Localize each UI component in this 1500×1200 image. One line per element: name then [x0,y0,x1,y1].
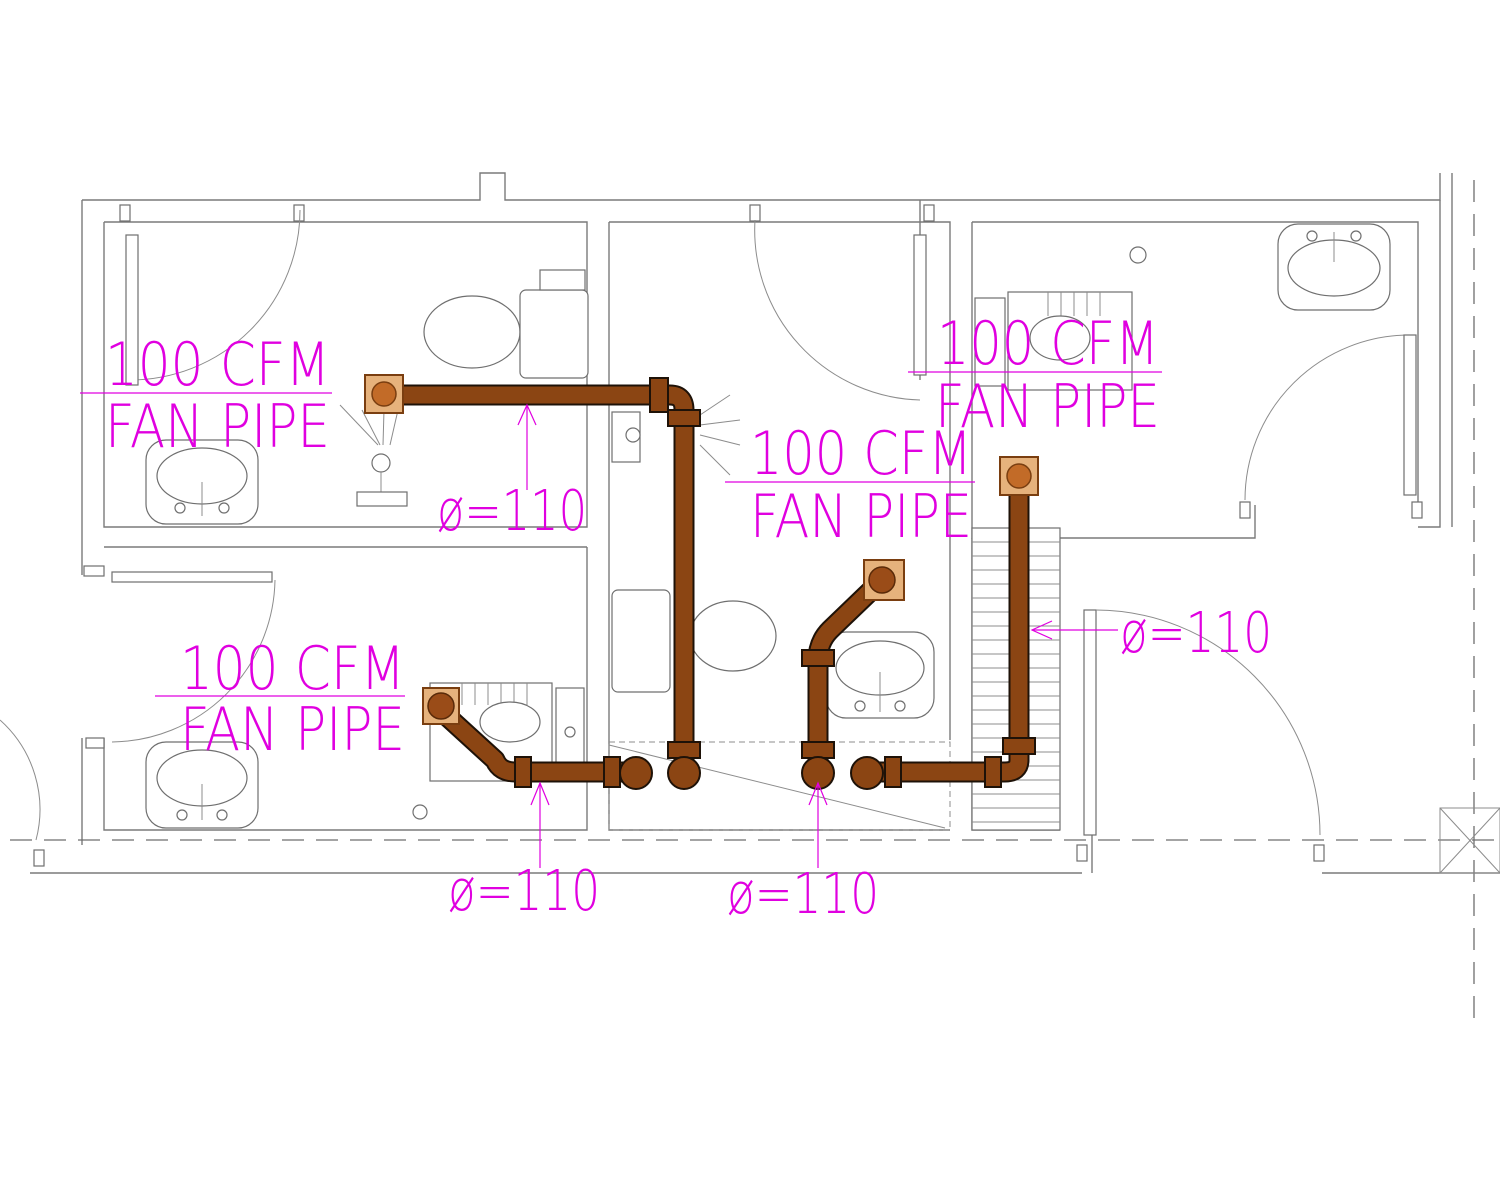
fan-unit-4 [999,456,1039,496]
fan-label-2-pipe: FAN PIPE [180,695,405,765]
annotations: 100 CFM FAN PIPE 100 CFM FAN PIPE 100 CF… [80,309,1272,927]
exhaust-fans [364,374,1039,725]
pipe-diameter-4: ø=110 [1120,601,1272,666]
fan-leaders [339,394,741,476]
fan-label-3-cfm: 100 CFM [750,419,972,489]
fan-label-4-pipe: FAN PIPE [935,372,1160,442]
pipe-diameter-2: ø=110 [448,859,600,924]
fan-unit-1 [364,374,404,414]
pipe-diameter-1: ø=110 [437,479,587,544]
fan-label-2-cfm: 100 CFM [180,634,405,704]
fan-label-3-pipe: FAN PIPE [750,482,972,552]
exhaust-pipes [400,377,1036,790]
fan-label-1-pipe: FAN PIPE [105,392,330,462]
pipe-diameter-3: ø=110 [727,862,879,927]
fan-unit-2 [422,687,460,725]
fan-label-1-cfm: 100 CFM [105,330,330,400]
fan-label-4-cfm: 100 CFM [937,309,1159,379]
doors [0,204,1423,867]
fan-unit-3 [863,559,905,601]
